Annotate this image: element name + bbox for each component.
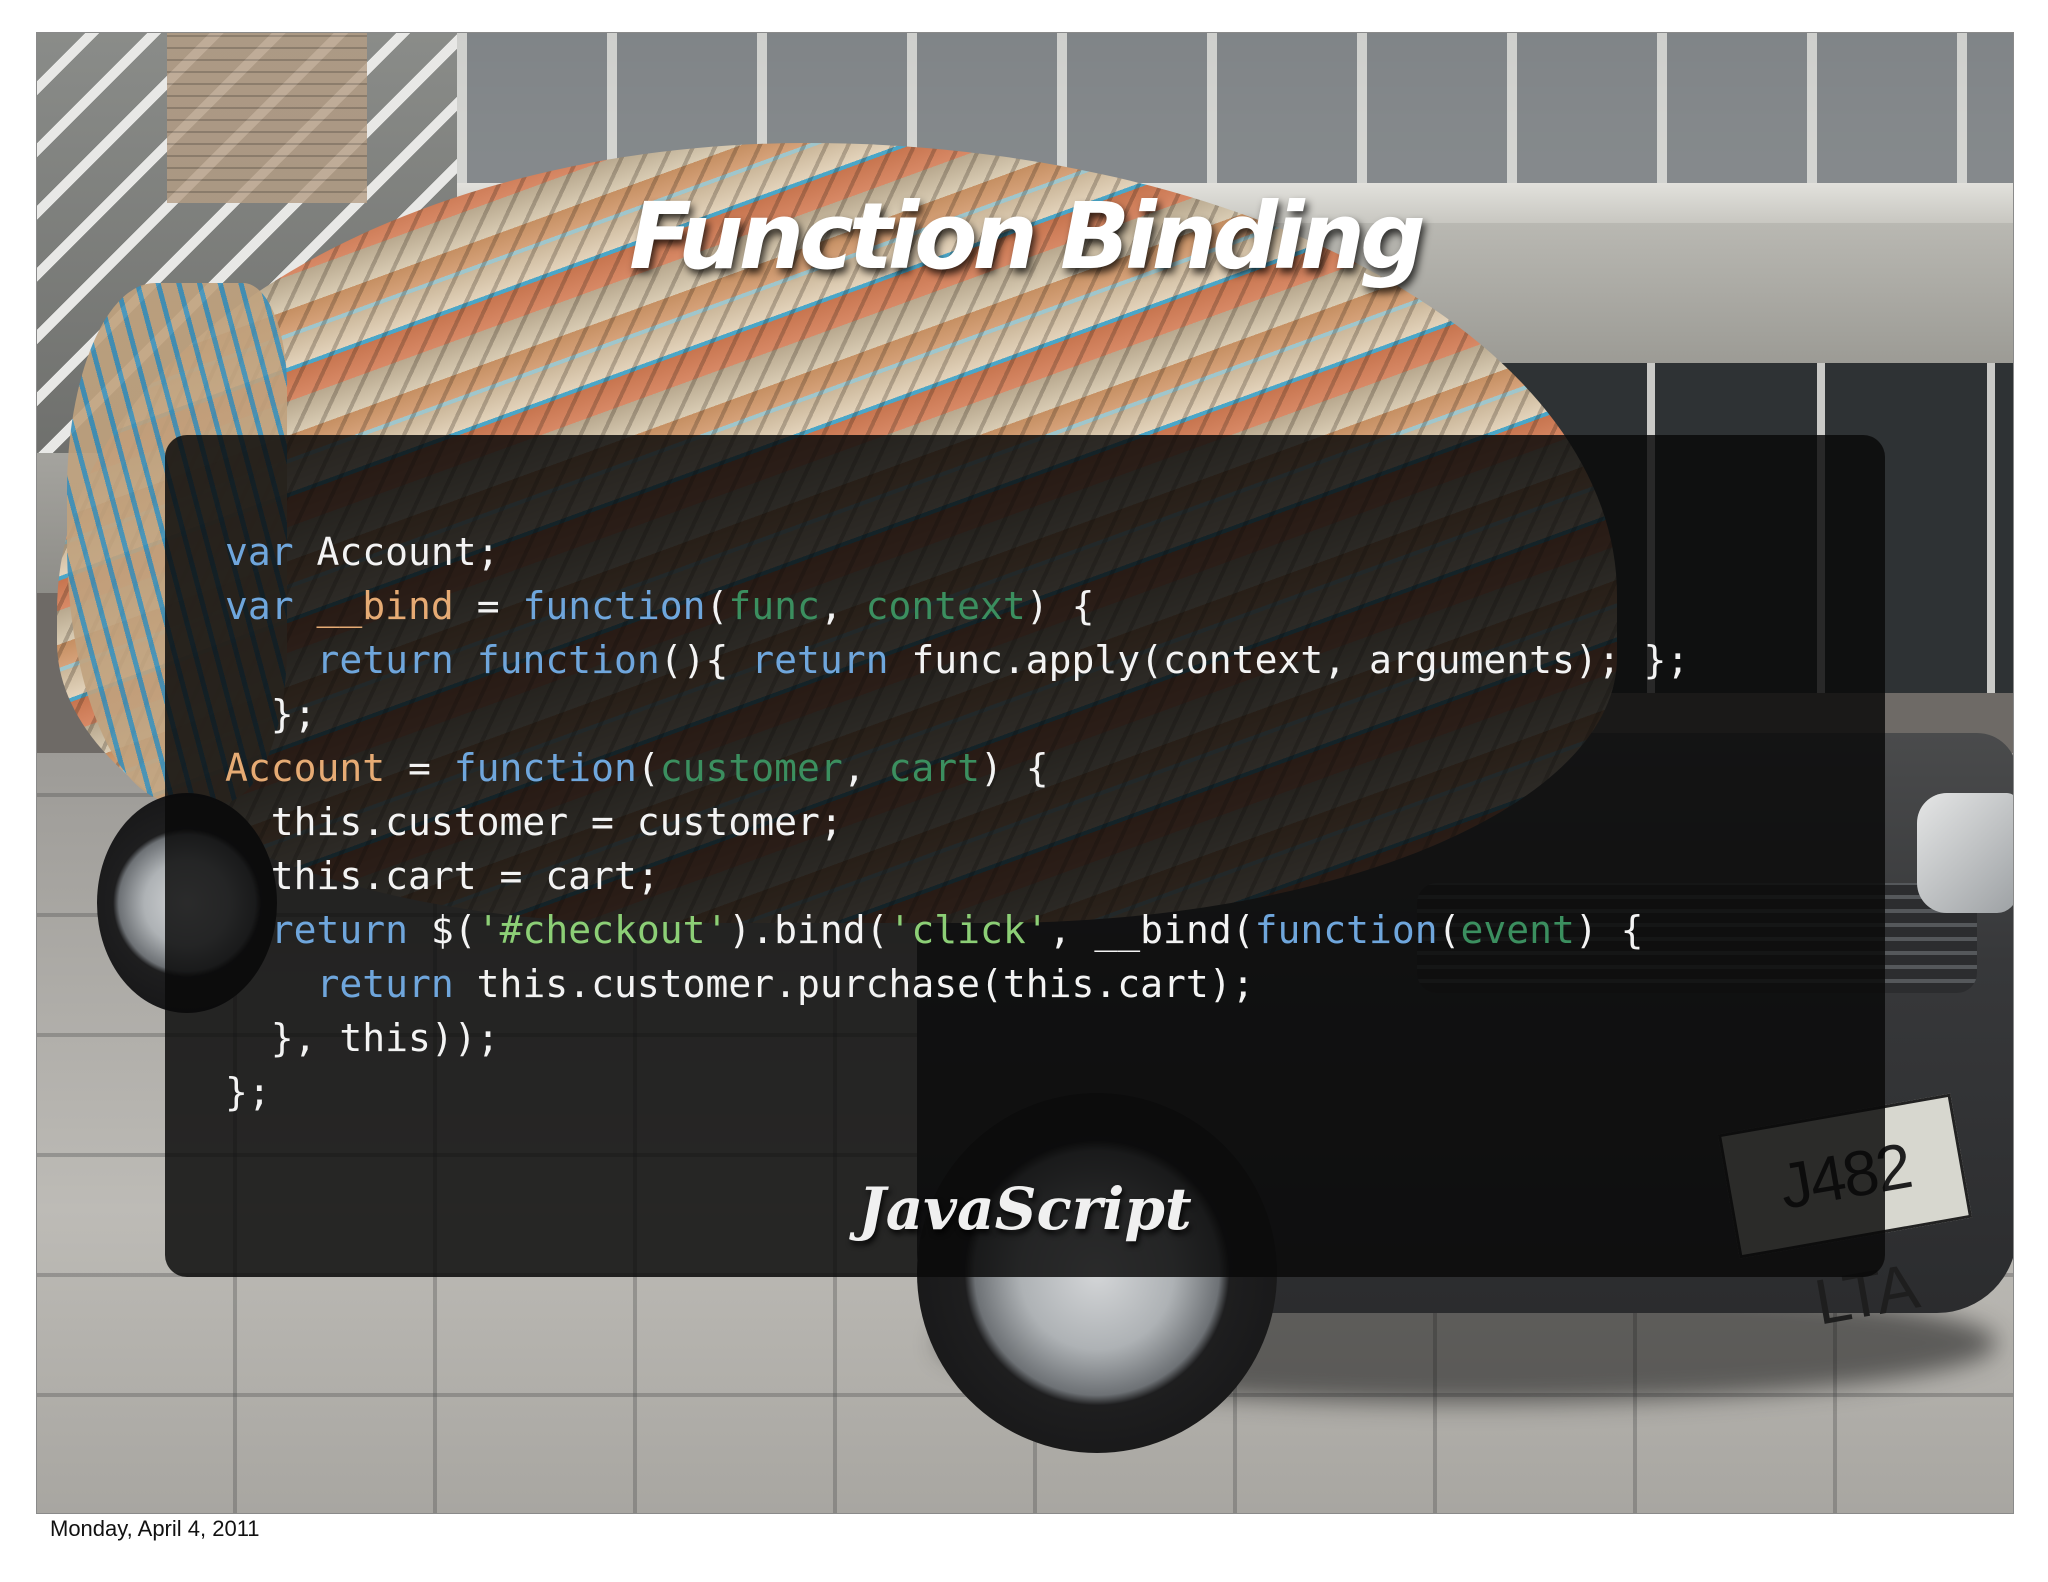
code-line: this.customer = customer; xyxy=(225,795,1689,849)
code-token xyxy=(294,584,317,628)
code-line: var Account; xyxy=(225,525,1689,579)
code-token: = xyxy=(453,584,523,628)
code-token: Account xyxy=(225,746,386,790)
code-token: function xyxy=(476,638,660,682)
code-token: return xyxy=(270,908,409,952)
code-token: func xyxy=(728,584,820,628)
code-token: , xyxy=(842,746,889,790)
code-token: function xyxy=(453,746,637,790)
code-token: context xyxy=(865,584,1026,628)
code-token: customer xyxy=(659,746,843,790)
code-token: function xyxy=(522,584,706,628)
code-block: var Account;var __bind = function(func, … xyxy=(225,525,1689,1119)
slide-title: Function Binding xyxy=(629,183,1426,290)
code-token: return xyxy=(316,962,454,1006)
code-token xyxy=(225,962,317,1006)
code-line: }; xyxy=(225,687,1689,741)
code-token: (){ xyxy=(659,638,752,682)
code-token: this.cart = cart; xyxy=(225,854,660,898)
code-token: event xyxy=(1460,908,1575,952)
code-token: ( xyxy=(705,584,729,628)
code-token: , xyxy=(819,584,866,628)
car-headlight xyxy=(1917,793,2013,913)
code-token: var xyxy=(225,530,294,574)
slide: J482 LTA Function Binding var Account;va… xyxy=(36,32,2014,1514)
code-line: var __bind = function(func, context) { xyxy=(225,579,1689,633)
code-token: ) { xyxy=(980,746,1049,790)
code-token: ( xyxy=(1437,908,1461,952)
code-token: function xyxy=(1254,908,1438,952)
code-token: }; xyxy=(225,1070,271,1114)
code-token: ) { xyxy=(1025,584,1095,628)
code-line: this.cart = cart; xyxy=(225,849,1689,903)
code-line: return function(){ return func.apply(con… xyxy=(225,633,1690,687)
code-token: ) { xyxy=(1574,908,1644,952)
brick-pillar xyxy=(167,33,367,203)
code-token: 'click' xyxy=(888,908,1049,952)
code-line: }; xyxy=(225,1065,1689,1119)
code-token: $( xyxy=(408,908,477,952)
code-line: Account = function(customer, cart) { xyxy=(225,741,1689,795)
upper-windows xyxy=(457,33,2013,183)
code-token: return xyxy=(751,638,889,682)
code-line: }, this)); xyxy=(225,1011,1689,1065)
code-token xyxy=(454,638,477,682)
code-token: func.apply(context, arguments); }; xyxy=(888,638,1690,682)
code-token xyxy=(225,638,317,682)
code-token: this.customer = customer; xyxy=(225,800,843,844)
code-token: Account; xyxy=(293,530,500,574)
code-panel: var Account;var __bind = function(func, … xyxy=(165,435,1885,1277)
code-token: __bind xyxy=(316,584,454,628)
code-token: this.customer.purchase(this.cart); xyxy=(453,962,1255,1006)
code-token: cart xyxy=(888,746,981,790)
code-line: return this.customer.purchase(this.cart)… xyxy=(225,957,1689,1011)
code-token: = xyxy=(385,746,454,790)
code-token: '#checkout' xyxy=(476,908,729,952)
code-token: , __bind( xyxy=(1048,908,1255,952)
code-token: ( xyxy=(636,746,660,790)
language-label: JavaScript xyxy=(858,1175,1192,1243)
code-token: var xyxy=(225,584,294,628)
code-token: return xyxy=(316,638,454,682)
footer-date: Monday, April 4, 2011 xyxy=(50,1516,260,1541)
code-token: }, this)); xyxy=(225,1016,500,1060)
code-token: ).bind( xyxy=(728,908,889,952)
code-line: return $('#checkout').bind('click', __bi… xyxy=(225,903,1689,957)
code-token xyxy=(225,908,271,952)
code-token: }; xyxy=(225,692,317,736)
